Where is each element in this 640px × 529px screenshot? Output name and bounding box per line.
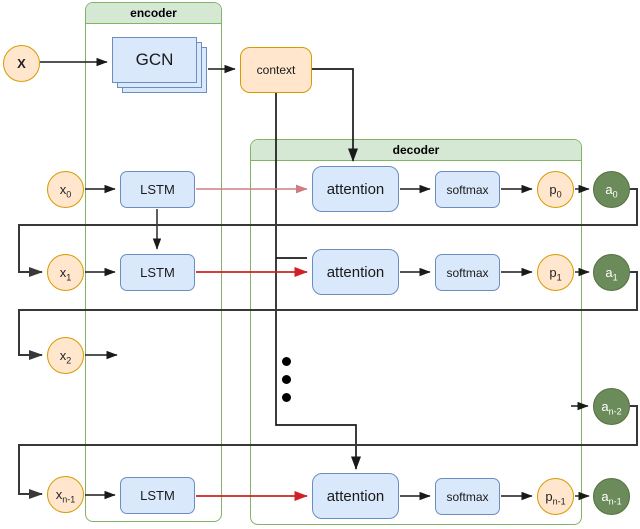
p1-node: p1 bbox=[537, 254, 574, 291]
decoder-title: decoder bbox=[251, 140, 581, 161]
xn1-node: xn-1 bbox=[47, 476, 84, 513]
gcn-layer-front: GCN bbox=[112, 37, 197, 83]
p0-node: p0 bbox=[537, 171, 574, 208]
lstm-node-0: LSTM bbox=[120, 171, 195, 208]
ellipsis-dot-2 bbox=[282, 375, 291, 384]
pn1-node: pn-1 bbox=[537, 478, 574, 515]
ellipsis-dot-1 bbox=[282, 357, 291, 366]
lstm-node-1: LSTM bbox=[120, 254, 195, 291]
context-node: context bbox=[240, 47, 312, 93]
a0-node: a0 bbox=[593, 171, 630, 208]
attention-node-n1: attention bbox=[312, 473, 399, 519]
a1-node: a1 bbox=[593, 254, 630, 291]
decoder-container: decoder bbox=[250, 139, 582, 525]
x2-node: x2 bbox=[47, 337, 84, 374]
an2-node: an-2 bbox=[593, 388, 630, 425]
attention-node-0: attention bbox=[312, 166, 399, 212]
softmax-node-n1: softmax bbox=[435, 478, 500, 515]
an1-node: an-1 bbox=[593, 478, 630, 515]
x1-node: x1 bbox=[47, 254, 84, 291]
softmax-node-1: softmax bbox=[435, 254, 500, 291]
softmax-node-0: softmax bbox=[435, 171, 500, 208]
input-x-node: X bbox=[3, 45, 40, 82]
lstm-node-n1: LSTM bbox=[120, 477, 195, 514]
encoder-title: encoder bbox=[86, 3, 221, 24]
gcn-node: GCN bbox=[112, 37, 208, 94]
ellipsis-dot-3 bbox=[282, 393, 291, 402]
attention-node-1: attention bbox=[312, 249, 399, 295]
x0-node: x0 bbox=[47, 171, 84, 208]
